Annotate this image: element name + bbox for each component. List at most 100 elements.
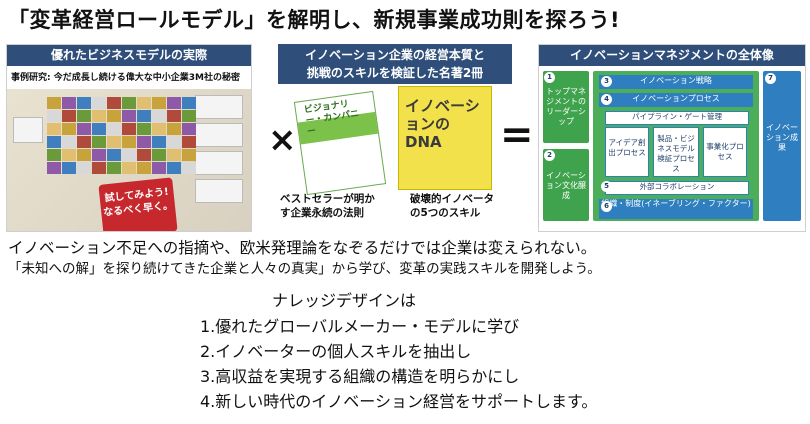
grid-cell — [92, 110, 106, 122]
commercial-box: 事業化プロセス — [703, 127, 747, 177]
intro-line1: イノベーション不足への指摘や、欧米発理論をなぞるだけでは企業は変えられない。 — [8, 239, 597, 257]
grid-cell — [122, 149, 136, 161]
grid-cell — [107, 110, 121, 122]
grid-cell — [107, 136, 121, 148]
grid-cell — [92, 162, 106, 174]
knowledge-design-label: ナレッジデザインは — [272, 291, 417, 310]
grid-cell — [167, 97, 181, 109]
step-number: 4 — [601, 94, 612, 105]
business-model-header: 優れたビジネスモデルの実際 — [7, 45, 251, 66]
product-thumb — [195, 179, 243, 203]
grid-cell — [122, 97, 136, 109]
grid-cell — [47, 110, 61, 122]
grid-cell — [137, 97, 151, 109]
grid-cell — [182, 136, 196, 148]
grid-cell — [152, 123, 166, 135]
grid-cell — [182, 162, 196, 174]
grid-cell — [62, 149, 76, 161]
strategy-bar: イノベーション戦略 — [599, 75, 753, 89]
grid-cell — [167, 136, 181, 148]
process-bar: イノベーションプロセス — [599, 93, 753, 107]
step-number: 3 — [601, 76, 612, 87]
step-number: 2 — [544, 150, 555, 161]
org-bar: 組織・制度(イネーブリング・ファクター) — [599, 199, 753, 219]
innovation-map: トップマネジメントのリーダーシップ イノベーション文化醸成 イノベーション戦略 … — [539, 67, 805, 231]
grid-cell — [182, 97, 196, 109]
pipeline-box: パイプライン・ゲート管理 — [605, 111, 749, 125]
grid-cell — [182, 110, 196, 122]
list-item: 3.高収益を実現する組織の構造を明らかにし — [200, 367, 520, 386]
books-header-line1: イノベーション企業の経営本質と — [305, 48, 485, 62]
grid-cell — [137, 110, 151, 122]
book2-title: イノベーションのDNA — [405, 97, 480, 151]
step-number: 7 — [765, 73, 776, 84]
innovation-dna-book: イノベーションのDNA — [398, 86, 492, 190]
top-leadership-box: トップマネジメントのリーダーシップ — [543, 71, 589, 143]
books-header-line2: 挑戦のスキルを検証した名著2冊 — [306, 66, 484, 80]
culture-box: イノベーション文化醸成 — [543, 149, 589, 221]
results-box: イノベーション成果 — [763, 71, 801, 221]
grid-cell — [62, 162, 76, 174]
grid-cell — [77, 110, 91, 122]
books-header: イノベーション企業の経営本質と 挑戦のスキルを検証した名著2冊 — [278, 44, 512, 84]
innovation-management-header: イノベーションマネジメントの全体像 — [539, 45, 805, 66]
grid-cell — [107, 149, 121, 161]
intro-line2: 「未知への解」を探り続けてきた企業と人々の真実」から学び、変革の実践スキルを開発… — [8, 261, 601, 277]
grid-cell — [62, 136, 76, 148]
product-thumb — [195, 123, 243, 147]
grid-cell — [62, 123, 76, 135]
grid-cell — [107, 97, 121, 109]
step-number: 6 — [601, 201, 612, 212]
grid-cell — [62, 110, 76, 122]
grid-cell — [137, 136, 151, 148]
grid-cell — [77, 123, 91, 135]
page-title: 「変革経営ロールモデル」を解明し、新規事業成功則を探ろう! — [8, 8, 621, 32]
business-model-panel: 優れたビジネスモデルの実際 事例研究: 今だ成長し続ける偉大な中小企業3M社の秘… — [6, 44, 252, 232]
grid-cell — [77, 97, 91, 109]
grid-cell — [152, 97, 166, 109]
case-study-image: 試してみよう! なるべく早く。 — [7, 89, 251, 231]
grid-cell — [182, 123, 196, 135]
list-item: 1.優れたグローバルメーカー・モデルに学び — [200, 317, 520, 336]
book1-caption-line1: ベストセラーが明か — [280, 193, 375, 205]
grid-cell — [152, 162, 166, 174]
grid-cell — [107, 123, 121, 135]
product-thumb — [195, 151, 243, 175]
times-symbol: × — [268, 120, 297, 160]
grid-cell — [152, 136, 166, 148]
book2-caption-line2: の5つのスキル — [410, 207, 481, 219]
grid-cell — [122, 123, 136, 135]
grid-cell — [62, 97, 76, 109]
grid-cell — [152, 149, 166, 161]
grid-cell — [47, 136, 61, 148]
list-item: 4.新しい時代のイノベーション経営をサポートします。 — [200, 392, 598, 411]
grid-cell — [92, 97, 106, 109]
grid-cell — [47, 162, 61, 174]
grid-cell — [77, 149, 91, 161]
grid-cell — [167, 149, 181, 161]
grid-cell — [167, 110, 181, 122]
grid-cell — [92, 136, 106, 148]
equals-symbol: = — [500, 112, 534, 158]
idea-box: アイデア創出プロセス — [605, 127, 649, 177]
grid-cell — [137, 162, 151, 174]
book1-caption: ベストセラーが明か す企業永続の法則 — [280, 192, 375, 220]
grid-cell — [182, 149, 196, 161]
grid-cell — [107, 162, 121, 174]
grid-cell — [152, 110, 166, 122]
grid-cell — [47, 123, 61, 135]
grid-cell — [137, 149, 151, 161]
step-number: 5 — [601, 181, 612, 192]
book2-caption-line1: 破壊的イノベータ — [410, 193, 494, 205]
product-thumb — [13, 117, 43, 143]
grid-cell — [167, 123, 181, 135]
grid-cell — [77, 162, 91, 174]
product-box: 製品・ビジネスモデル検証プロセス — [653, 127, 699, 177]
grid-cell — [47, 97, 61, 109]
grid-cell — [137, 123, 151, 135]
list-item: 2.イノベーターの個人スキルを抽出し — [200, 342, 472, 361]
product-thumb — [195, 95, 243, 119]
try-it-sticker: 試してみよう! なるべく早く。 — [98, 177, 178, 231]
grid-cell — [47, 149, 61, 161]
case-study-subheader: 事例研究: 今だ成長し続ける偉大な中小企業3M社の秘密 — [11, 73, 240, 83]
